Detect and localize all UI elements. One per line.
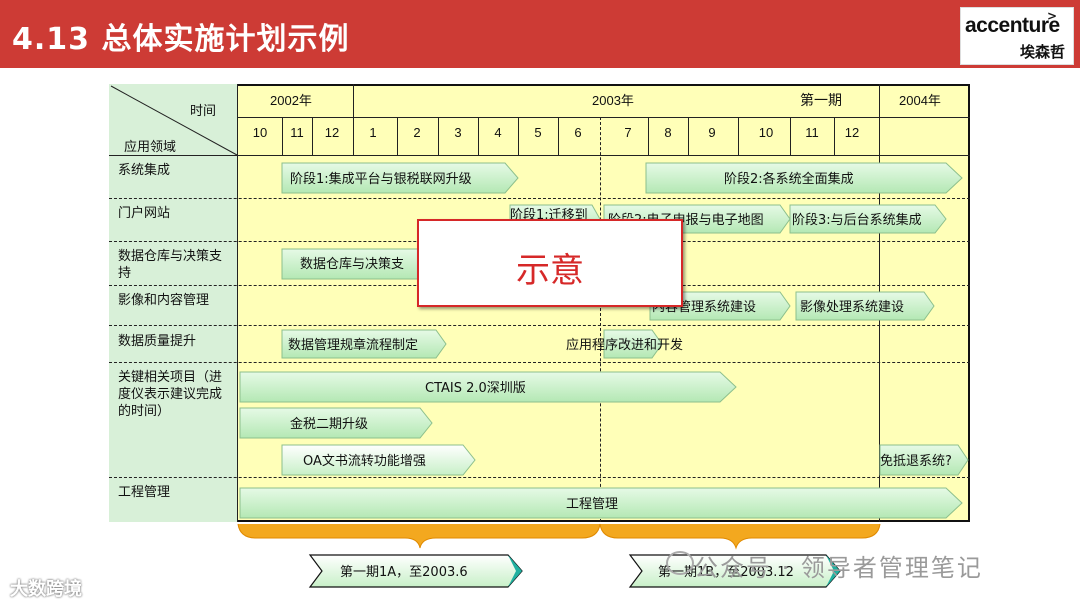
row-divider <box>109 477 970 478</box>
row-label-portal: 门户网站 <box>118 206 171 221</box>
bar-label: 阶段1:集成平台与银税联网升级 <box>290 171 472 187</box>
phase-one-label: 第一期 <box>800 93 842 109</box>
milestone-label: 第一期1A，至2003.6 <box>340 565 468 580</box>
logo-chinese-name: 埃森哲 <box>1019 43 1065 61</box>
month-cell: 11 <box>805 125 819 140</box>
bar-stage1-integration: 阶段1:集成平台与银税联网升级 <box>281 162 519 194</box>
bar-golden-tax: 金税二期升级 <box>239 407 433 439</box>
month-divider <box>438 117 439 155</box>
month-divider <box>282 117 283 155</box>
bar-ctais: CTAIS 2.0深圳版 <box>239 371 737 403</box>
header-bottom-line <box>109 155 970 156</box>
accenture-logo: accenture > 埃森哲 <box>960 7 1074 65</box>
year-2004: 2004年 <box>899 93 941 108</box>
bar-label: 数据管理规章流程制定 <box>288 337 418 353</box>
year-2003: 2003年 <box>592 93 634 108</box>
bar-stage2-integration: 阶段2:各系统全面集成 <box>645 162 963 194</box>
milestone-1a: 第一期1A，至2003.6 <box>308 554 523 588</box>
row-label-data-quality: 数据质量提升 <box>118 334 197 349</box>
month-divider <box>478 117 479 155</box>
row-label-system-integration: 系统集成 <box>118 163 171 178</box>
month-cell: 5 <box>534 125 542 140</box>
phase-1a-bracket <box>237 523 601 549</box>
row-divider <box>109 325 970 326</box>
bar-portal-stage3: 阶段3:与后台系统集成 <box>789 204 947 234</box>
month-cell: 2 <box>413 125 421 140</box>
bar-label: 工程管理 <box>566 497 618 512</box>
month-cell: 9 <box>708 125 716 140</box>
title-bar <box>0 0 1080 68</box>
month-cell: 6 <box>574 125 582 140</box>
bar-label: 金税二期升级 <box>290 416 368 432</box>
row-label-data-warehouse: 数据仓库与决策支持 <box>118 249 223 281</box>
bar-engineering: 工程管理 <box>239 487 963 519</box>
slide-title: 4.13 总体实施计划示例 <box>12 22 350 57</box>
wechat-icon <box>666 551 694 575</box>
watermark-left: 大数跨境 <box>10 579 82 600</box>
bar-label: 影像处理系统建设 <box>800 300 904 315</box>
logo-wordmark: accenture <box>965 14 1060 37</box>
bar-label: 数据仓库与决策支 <box>300 256 404 272</box>
row-label-key-projects: 关键相关项目（进度仪表示建议完成的时间） <box>118 370 223 419</box>
month-cell: 8 <box>664 125 672 140</box>
month-divider <box>312 117 313 155</box>
bar-label: 阶段3:与后台系统集成 <box>792 212 922 228</box>
month-divider <box>397 117 398 155</box>
domain-label-column <box>109 84 237 522</box>
month-cell: 1 <box>369 125 377 140</box>
month-cell: 4 <box>494 125 502 140</box>
month-cell: 12 <box>324 125 340 140</box>
phase-divider <box>600 117 601 522</box>
month-cell: 11 <box>290 125 304 140</box>
bar-data-rules: 数据管理规章流程制定 <box>281 329 447 359</box>
bar-label: 应用程序改进和开发 <box>566 337 683 353</box>
month-cell: 10 <box>758 125 774 140</box>
month-cell: 10 <box>252 125 268 140</box>
month-divider <box>518 117 519 155</box>
month-divider <box>688 117 689 155</box>
month-divider <box>834 117 835 155</box>
month-cell: 3 <box>454 125 462 140</box>
month-cell: 12 <box>844 125 860 140</box>
sample-overlay-text: 示意 <box>516 251 584 291</box>
month-divider <box>558 117 559 155</box>
row-label-image-content: 影像和内容管理 <box>118 293 210 308</box>
month-divider <box>648 117 649 155</box>
bar-oa: OA文书流转功能增强 <box>281 444 476 476</box>
bar-label: OA文书流转功能增强 <box>303 454 426 469</box>
bar-label: 免抵退系统? <box>880 454 952 469</box>
row-divider <box>109 362 970 363</box>
year-divider <box>353 84 354 155</box>
month-divider <box>738 117 739 155</box>
year-2002: 2002年 <box>270 93 312 108</box>
phase-1b-bracket <box>599 523 881 550</box>
logo-greater-than-mark: > <box>1047 9 1058 23</box>
corner-time-label: 时间 <box>190 104 217 119</box>
corner-domain-label: 应用领域 <box>124 140 177 155</box>
watermark-right: 公众号 · 领导者管理笔记 <box>694 554 983 582</box>
bar-label: CTAIS 2.0深圳版 <box>425 381 526 396</box>
month-cell: 7 <box>624 125 632 140</box>
sample-overlay-box: 示意 <box>417 219 683 307</box>
year-row-divider <box>237 117 970 118</box>
row-divider <box>109 198 970 199</box>
bar-image-processing: 影像处理系统建设 <box>795 291 935 321</box>
bar-export-rebate: 免抵退系统? <box>879 444 969 476</box>
row-label-engineering: 工程管理 <box>118 485 171 500</box>
bar-label: 阶段2:各系统全面集成 <box>724 171 854 187</box>
bar-app-improvement: 应用程序改进和开发 <box>566 329 683 359</box>
month-divider <box>790 117 791 155</box>
label-column-divider <box>237 84 238 522</box>
